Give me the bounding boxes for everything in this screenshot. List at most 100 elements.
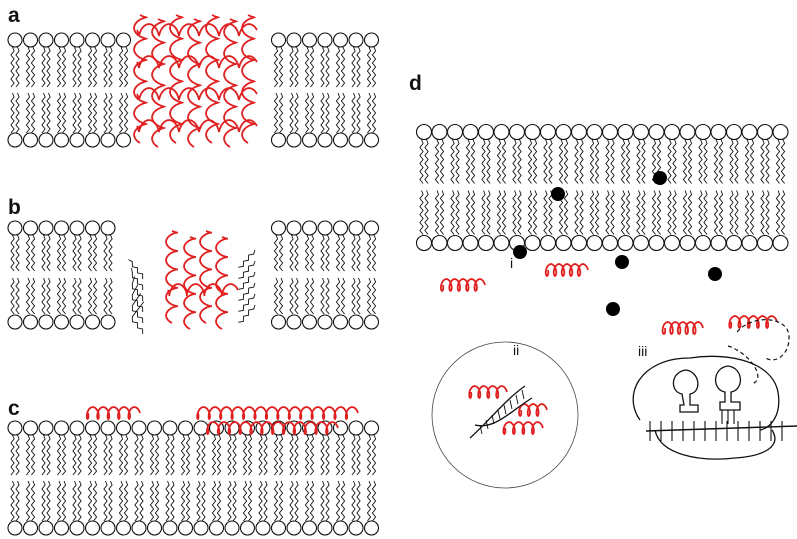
lipid-tail [232, 434, 237, 476]
lipid-tail [92, 480, 98, 522]
lipid-head [146, 420, 163, 436]
lipid-tail [320, 480, 325, 522]
lipid-tail [92, 277, 98, 315]
lipid-head [415, 234, 433, 252]
lipid-tail [486, 139, 491, 184]
lipid-tail [227, 480, 232, 522]
lipid-tail [718, 139, 724, 184]
lipid-tail [294, 277, 299, 315]
lipid-tail [734, 139, 739, 184]
lipid-tail [46, 480, 51, 522]
peptide-helix-transmembrane [241, 14, 257, 144]
lipid-tail [185, 480, 191, 522]
lipid-head [555, 123, 572, 141]
lipid-head [69, 132, 85, 148]
lipid-tail [103, 46, 108, 88]
lipid-head [115, 132, 132, 148]
lipid-tail [77, 92, 82, 134]
lipid-tail [258, 480, 263, 522]
lipid-head [694, 234, 712, 252]
lipid-tail [371, 234, 377, 272]
lipid-head [617, 123, 634, 141]
lipid-tail [108, 234, 113, 272]
lipid-tail [325, 277, 330, 315]
lipid-head [317, 520, 333, 536]
lipid-head [332, 520, 349, 536]
lipid-head [255, 520, 271, 536]
lipid-tail [371, 92, 377, 134]
lipid-tail [356, 277, 361, 315]
lipid-tail [366, 434, 372, 476]
lipid-tail [744, 190, 750, 235]
lipid-tail [41, 234, 46, 272]
ribosome-inset [632, 319, 797, 460]
dna-binding-inset [431, 341, 579, 489]
lipid-head [648, 123, 665, 141]
lipid-head [22, 420, 39, 436]
lipid-head [270, 520, 287, 536]
dna-bound-peptide [502, 421, 544, 436]
lipid-tail [434, 139, 440, 184]
lipid-head [493, 234, 510, 252]
lipid-tail [108, 46, 113, 88]
lipid-tail [713, 139, 719, 184]
lipid-head [38, 132, 54, 148]
lipid-tail [61, 480, 67, 522]
lipid-tail-bent [131, 293, 144, 324]
lipid-head [115, 420, 132, 436]
dna-base-pair [515, 394, 519, 405]
lipid-tail [242, 434, 248, 476]
lipid-tail [41, 480, 46, 522]
lipid-tail [325, 92, 330, 134]
lipid-tail [532, 190, 538, 235]
peptide-helix-toroidal [167, 283, 239, 297]
lipid-head [446, 123, 464, 141]
lipid-tail [481, 139, 486, 184]
dna-base-pairs [479, 389, 525, 435]
lipid-tail [123, 434, 129, 476]
small-molecule-dot [606, 302, 620, 316]
lipid-tail [118, 46, 124, 88]
lipid-tail [698, 190, 703, 235]
lipid-tail [46, 277, 51, 315]
lipid-tail [780, 190, 786, 235]
lipid-tail [211, 480, 217, 522]
lipid-tail [765, 190, 770, 235]
lipid-tail [351, 480, 356, 522]
lipid-tail [56, 434, 62, 476]
lipid-tail [118, 480, 124, 522]
lipid-head [38, 420, 54, 436]
ribosome-peptide [728, 315, 778, 330]
lipid-tail [713, 190, 719, 235]
lipid-tail [56, 46, 62, 88]
lipid-tail [320, 434, 325, 476]
lipid-tail [501, 190, 507, 235]
lipid-head [38, 220, 54, 236]
lipid-tail [289, 46, 294, 88]
lipid-tail [356, 434, 361, 476]
lipid-head [317, 132, 333, 148]
dna-base-pair [521, 389, 525, 400]
lipid-tail [92, 434, 98, 476]
ribosome-small-subunit [654, 429, 776, 460]
lipid-tail [273, 480, 279, 522]
panel-label-d: d [409, 72, 422, 95]
lipid-tail [77, 234, 82, 272]
lipid-tail [548, 139, 553, 184]
peptide-bundle-b [165, 230, 239, 330]
lipid-head [115, 520, 132, 536]
lipid-tail [641, 139, 646, 184]
lipid-tail [30, 234, 36, 272]
lipid-head [332, 220, 349, 236]
peptide-helix-transmembrane [223, 18, 239, 148]
lipid-head [301, 220, 318, 236]
lipid-tail [118, 92, 124, 134]
lipid-tail [211, 434, 217, 476]
lipid-tail [46, 92, 51, 134]
lipid-head [7, 132, 23, 148]
lipid-tail [434, 190, 440, 235]
lipid-tail [10, 277, 15, 315]
lipid-tail [574, 139, 579, 184]
lipid-head [69, 32, 85, 48]
lipid-tail [703, 190, 708, 235]
